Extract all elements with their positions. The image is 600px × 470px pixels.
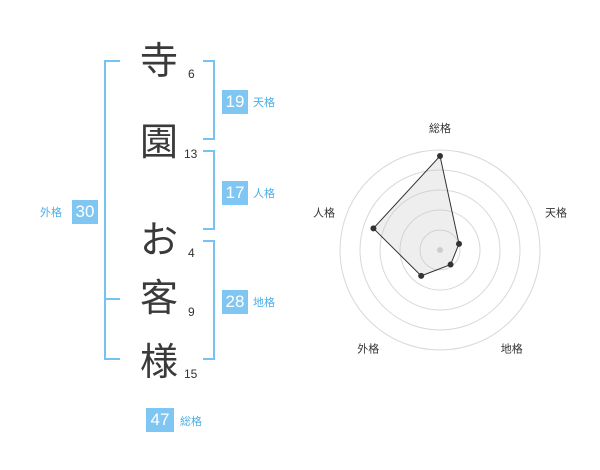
radar-center <box>437 247 443 253</box>
name-char-2: 園 <box>140 120 179 164</box>
radar-grid <box>339 149 541 351</box>
radar-grid-ring <box>419 229 461 271</box>
gaikaku-bracket-bottom <box>104 358 120 360</box>
stroke-count-5: 15 <box>184 367 198 381</box>
name-char-1: 寺 <box>140 39 179 83</box>
soukaku-label: 総格 <box>180 415 202 428</box>
chikaku-bracket-top <box>203 240 215 242</box>
tenkaku-value: 19 <box>222 90 248 114</box>
jinkaku-value: 17 <box>222 181 248 205</box>
stroke-count-2: 13 <box>184 147 198 161</box>
jinkaku-bracket-bottom <box>203 228 215 230</box>
name-char-4: 客 <box>140 276 179 320</box>
radar-grid-ring <box>399 209 481 291</box>
jinkaku-label: 人格 <box>253 187 275 200</box>
radar-axis-label-1: 総格 <box>429 121 451 135</box>
chikaku-value: 28 <box>222 290 248 314</box>
tenkaku-bracket-bottom <box>203 138 215 140</box>
jinkaku-bracket-vertical <box>213 150 215 230</box>
tenkaku-bracket-vertical <box>213 60 215 140</box>
radar-axis-label-2: 天格 <box>545 205 567 219</box>
radar-axis-label-3: 地格 <box>501 342 523 356</box>
radar-point-4 <box>418 272 425 279</box>
chikaku-label: 地格 <box>253 296 275 309</box>
radar-grid-ring <box>359 169 521 331</box>
radar-axis-label-4: 外格 <box>357 342 379 356</box>
name-char-5: 様 <box>140 340 179 384</box>
chikaku-bracket-vertical <box>213 240 215 360</box>
tenkaku-label: 天格 <box>253 96 275 109</box>
gaikaku-bracket-top <box>104 60 120 62</box>
chikaku-bracket-bottom <box>203 358 215 360</box>
stroke-count-3: 4 <box>188 246 195 260</box>
radar-axis-label-5: 人格 <box>313 205 335 219</box>
radar-point-2 <box>456 240 463 247</box>
radar-point-3 <box>447 261 454 268</box>
radar-point-1 <box>437 153 443 159</box>
radar-series-polygon <box>372 154 460 277</box>
name-char-3: お <box>140 218 179 262</box>
gaikaku-value: 30 <box>72 200 98 224</box>
radar-point-5 <box>370 225 377 232</box>
radar-data-layer <box>370 153 463 279</box>
radar-grid-ring <box>339 149 541 351</box>
jinkaku-bracket-top <box>203 150 215 152</box>
soukaku-value: 47 <box>146 408 174 432</box>
stroke-count-4: 9 <box>188 305 195 319</box>
stroke-count-1: 6 <box>188 67 195 81</box>
gaikaku-bracket-vertical <box>104 60 106 360</box>
gaikaku-label: 外格 <box>40 206 62 219</box>
radar-grid-ring <box>379 189 501 311</box>
tenkaku-bracket-top <box>203 60 215 62</box>
gaikaku-bracket-mid <box>104 298 120 300</box>
